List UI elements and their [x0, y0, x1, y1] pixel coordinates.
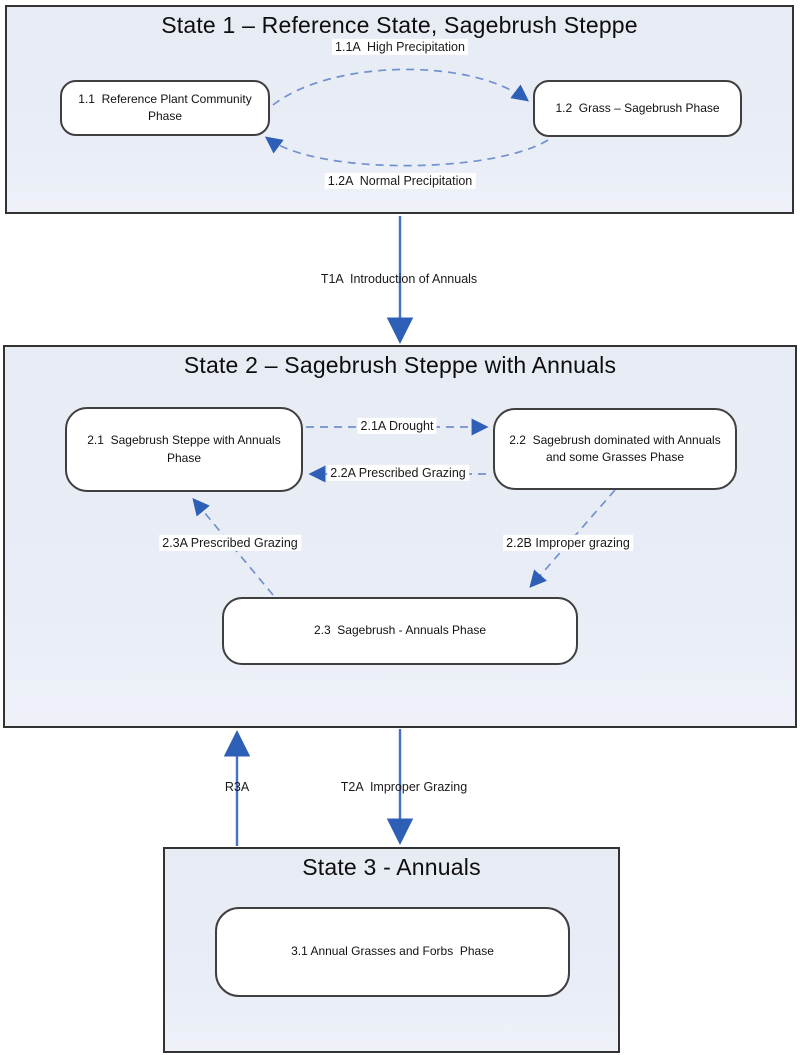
label-1-1a-high-precipitation: 1.1A High Precipitation	[332, 38, 468, 56]
label-t2a-improper-grazing: T2A Improper Grazing	[340, 779, 468, 794]
node-1-1-reference-plant-community: 1.1 Reference Plant Community Phase	[60, 80, 270, 136]
node-2-3-sagebrush-annuals: 2.3 Sagebrush - Annuals Phase	[222, 597, 578, 665]
node-2-1-sagebrush-steppe-with-annuals: 2.1 Sagebrush Steppe with Annuals Phase	[65, 407, 303, 492]
state-3-title: State 3 - Annuals	[302, 854, 481, 880]
node-3-1-annual-grasses-forbs: 3.1 Annual Grasses and Forbs Phase	[215, 907, 570, 997]
label-2-2a-prescribed-grazing: 2.2A Prescribed Grazing	[327, 464, 469, 482]
node-1-2-grass-sagebrush: 1.2 Grass – Sagebrush Phase	[533, 80, 742, 137]
label-t1a-introduction-of-annuals: T1A Introduction of Annuals	[320, 271, 478, 286]
label-2-2b-improper-grazing: 2.2B Improper grazing	[503, 534, 633, 552]
state-2-box: State 2 – Sagebrush Steppe with Annuals	[3, 345, 797, 728]
label-r3a: R3A	[224, 779, 250, 794]
state-1-title: State 1 – Reference State, Sagebrush Ste…	[161, 12, 638, 38]
state-2-title: State 2 – Sagebrush Steppe with Annuals	[183, 352, 617, 378]
label-2-1a-drought: 2.1A Drought	[357, 417, 437, 435]
label-1-2a-normal-precipitation: 1.2A Normal Precipitation	[324, 172, 476, 190]
node-2-2-sagebrush-dominated: 2.2 Sagebrush dominated with Annuals and…	[493, 408, 737, 490]
label-2-3a-prescribed-grazing: 2.3A Prescribed Grazing	[159, 534, 301, 552]
